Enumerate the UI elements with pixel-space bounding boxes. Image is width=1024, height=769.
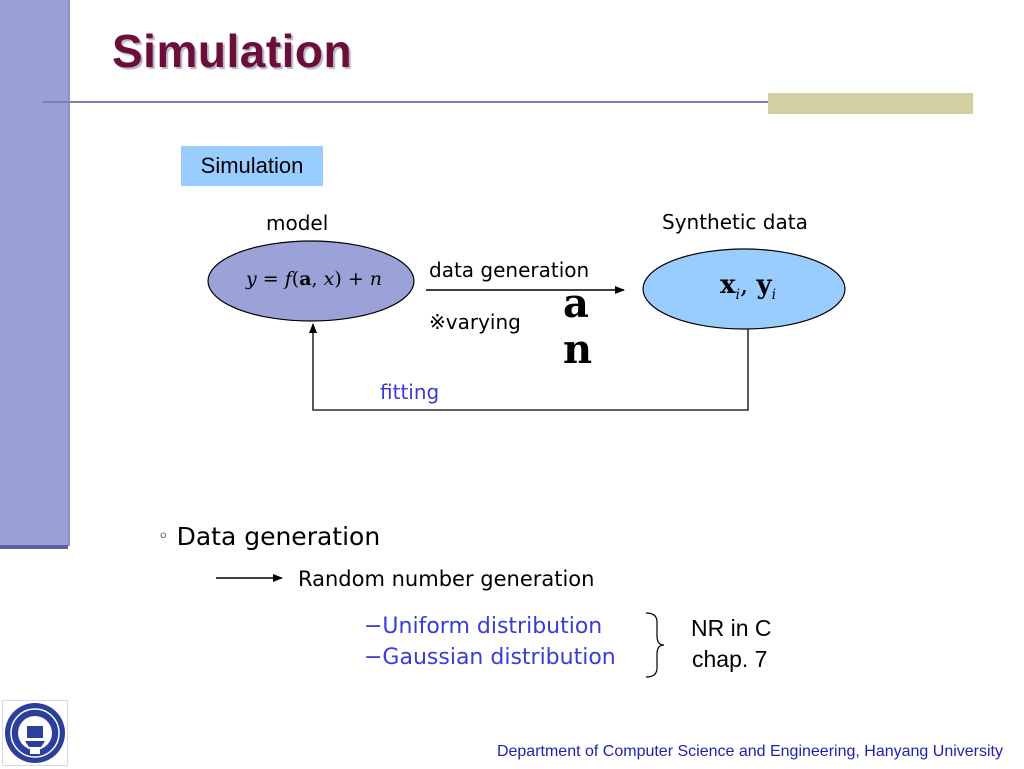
expr-separator: , xyxy=(740,270,749,300)
model-equation: y = f(a, x) + n xyxy=(246,268,382,290)
synthetic-data-expression: xi, yi xyxy=(720,270,776,303)
synthetic-data-label: Synthetic data xyxy=(662,210,808,234)
fitting-label: fitting xyxy=(380,380,440,404)
eq-x: x xyxy=(323,268,335,290)
random-number-generation-label: Random number generation xyxy=(298,567,595,591)
expr-y: y xyxy=(756,270,772,300)
slide-title: Simulation xyxy=(112,25,353,77)
eq-n: n xyxy=(369,268,383,290)
footer-department: Department of Computer Science and Engin… xyxy=(496,743,1003,760)
eq-y: y xyxy=(246,268,257,290)
reference-nr-in-c: NR in C xyxy=(691,615,772,641)
title-accent-bar xyxy=(768,93,973,114)
varying-label: ※varying xyxy=(429,310,521,334)
eq-comma: , xyxy=(311,268,318,290)
section-badge: Simulation xyxy=(181,146,323,186)
university-seal-icon xyxy=(2,700,68,766)
varying-symbol-n: n xyxy=(563,326,593,373)
data-generation-label: data generation xyxy=(429,258,590,282)
distribution-gaussian: −Gaussian distribution xyxy=(364,645,616,670)
fitting-feedback-path xyxy=(309,323,749,411)
expr-x: x xyxy=(720,270,736,300)
model-label: model xyxy=(266,211,329,235)
bullet-data-generation: ◦ Data generation xyxy=(158,522,380,551)
sidebar-bottom-edge xyxy=(0,545,68,549)
synthetic-data-ellipse xyxy=(642,248,846,330)
eq-equals: = xyxy=(262,268,279,290)
reference-chapter: chap. 7 xyxy=(692,646,768,672)
expr-subscript-1: i xyxy=(735,287,740,304)
bullet-text: Data generation xyxy=(176,522,381,551)
eq-f: f xyxy=(284,268,292,290)
left-sidebar-band xyxy=(0,0,70,546)
eq-open-paren: ( xyxy=(291,268,300,290)
title-underline xyxy=(42,101,972,103)
bullet-marker: ◦ xyxy=(158,526,169,547)
model-ellipse xyxy=(207,240,415,322)
distribution-brace xyxy=(645,612,665,678)
distribution-uniform: −Uniform distribution xyxy=(364,614,603,639)
varying-symbol-a: a xyxy=(563,280,589,327)
eq-plus: + xyxy=(347,268,364,290)
expr-subscript-2: i xyxy=(771,287,777,304)
eq-a: a xyxy=(299,268,312,290)
eq-close-paren: ) xyxy=(334,268,342,290)
